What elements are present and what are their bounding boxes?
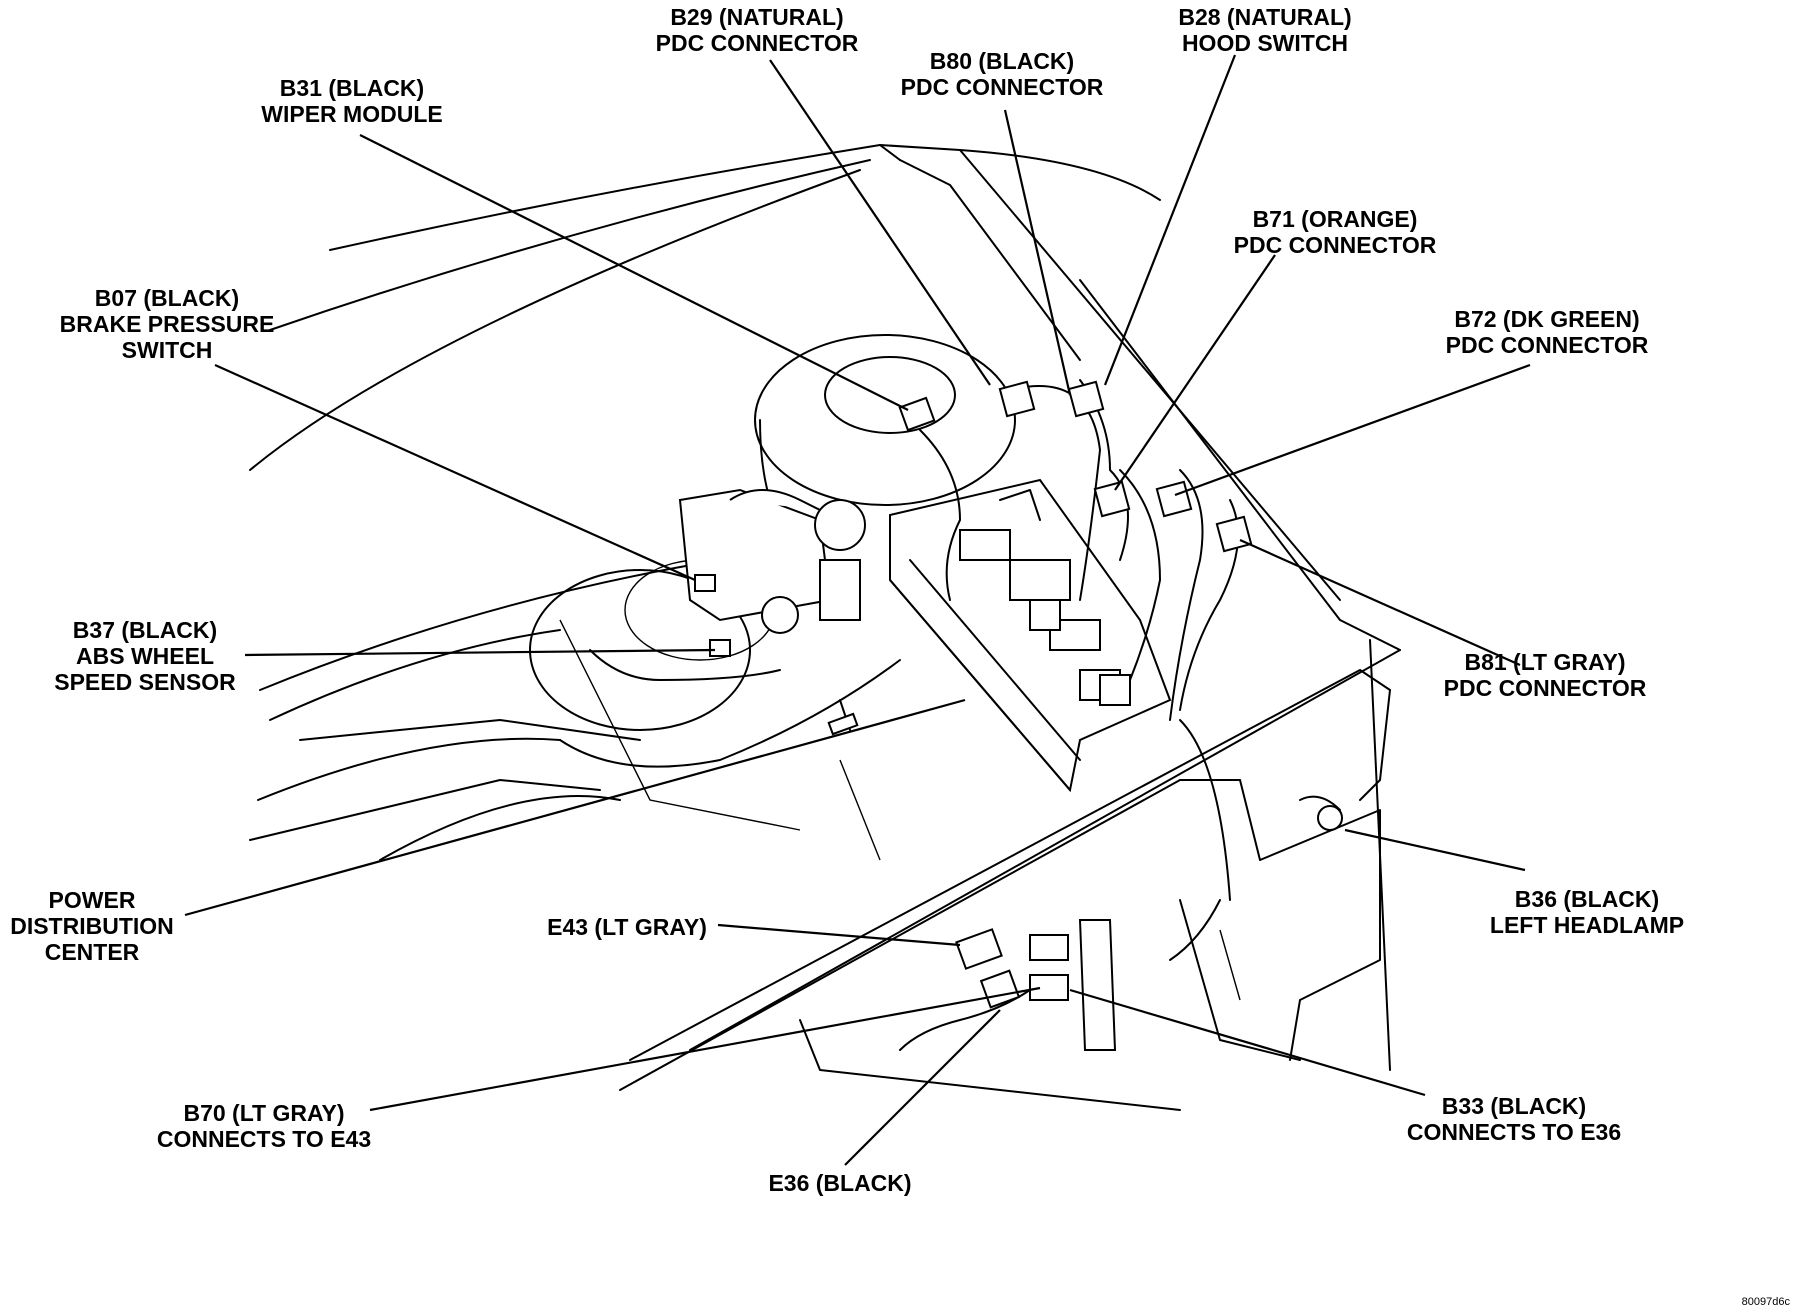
leader-pdc xyxy=(184,698,966,917)
label-b36-line2: LEFT HEADLAMP xyxy=(1489,912,1685,938)
label-b28-line1: B28 (NATURAL) xyxy=(1178,4,1352,30)
label-b07-line2: BRAKE PRESSURE xyxy=(59,311,275,337)
label-e36: E36 (BLACK) xyxy=(768,1170,911,1196)
label-b37-line2: ABS WHEEL xyxy=(76,643,214,669)
label-b37-line1: B37 (BLACK) xyxy=(72,617,218,643)
label-b33: B33 (BLACK) CONNECTS TO E36 xyxy=(1407,1093,1621,1145)
label-b31-line2: WIPER MODULE xyxy=(261,101,443,127)
label-b28-line2: HOOD SWITCH xyxy=(1181,30,1349,56)
leader-b36 xyxy=(1344,828,1526,872)
label-b81-line2: PDC CONNECTOR xyxy=(1443,675,1647,701)
label-b70-line1: B70 (LT GRAY) xyxy=(183,1100,345,1126)
label-b29: B29 (NATURAL) PDC CONNECTOR xyxy=(656,4,859,56)
master-cylinder xyxy=(678,488,866,634)
label-b70-line2: CONNECTS TO E43 xyxy=(156,1126,372,1152)
label-b72: B72 (DK GREEN) PDC CONNECTOR xyxy=(1446,306,1649,358)
label-b71: B71 (ORANGE) PDC CONNECTOR xyxy=(1234,206,1437,258)
leader-b37 xyxy=(244,648,716,657)
label-b33-line1: B33 (BLACK) xyxy=(1441,1093,1587,1119)
label-b81-line1: B81 (LT GRAY) xyxy=(1464,649,1626,675)
label-b07-line3: SWITCH xyxy=(121,337,213,363)
leader-b07 xyxy=(214,363,696,582)
label-b29-line1: B29 (NATURAL) xyxy=(670,4,844,30)
connector-shapes xyxy=(694,380,1343,1051)
label-b33-line2: CONNECTS TO E36 xyxy=(1406,1119,1622,1145)
label-pdc-line2: DISTRIBUTION xyxy=(10,913,174,939)
label-b81: B81 (LT GRAY) PDC CONNECTOR xyxy=(1444,649,1647,701)
figure-code: 80097d6c xyxy=(1741,1296,1790,1308)
label-e43-line1: E43 (LT GRAY) xyxy=(547,914,707,940)
power-distribution-center-body xyxy=(889,478,1172,793)
leader-lines xyxy=(184,54,1531,1166)
leader-b70 xyxy=(369,986,1041,1112)
label-b31-line1: B31 (BLACK) xyxy=(279,75,425,101)
label-b70: B70 (LT GRAY) CONNECTS TO E43 xyxy=(157,1100,371,1152)
label-e36-line1: E36 (BLACK) xyxy=(768,1170,912,1196)
wiring-harness xyxy=(559,379,1341,1051)
leader-b28 xyxy=(1103,54,1237,386)
label-b36: B36 (BLACK) LEFT HEADLAMP xyxy=(1490,886,1684,938)
label-b29-line2: PDC CONNECTOR xyxy=(655,30,859,56)
label-b07: B07 (BLACK) BRAKE PRESSURE SWITCH xyxy=(60,285,275,363)
mounting-bolt xyxy=(827,699,859,736)
label-b07-line1: B07 (BLACK) xyxy=(94,285,240,311)
label-b71-line2: PDC CONNECTOR xyxy=(1233,232,1437,258)
leader-e43 xyxy=(717,923,961,947)
label-b36-line1: B36 (BLACK) xyxy=(1514,886,1660,912)
leader-b80 xyxy=(1003,109,1072,396)
leader-b29 xyxy=(769,59,991,386)
leader-e36 xyxy=(844,1009,1001,1166)
label-b31: B31 (BLACK) WIPER MODULE xyxy=(261,75,442,127)
leader-b33 xyxy=(1069,988,1426,1097)
label-b37-line3: SPEED SENSOR xyxy=(54,669,236,695)
label-b80-line2: PDC CONNECTOR xyxy=(900,74,1104,100)
label-pdc: POWER DISTRIBUTION CENTER xyxy=(10,887,174,965)
leader-b31 xyxy=(359,134,909,411)
label-b72-line2: PDC CONNECTOR xyxy=(1445,332,1649,358)
leader-b71 xyxy=(1114,254,1276,491)
leader-b72 xyxy=(1174,363,1531,497)
label-b71-line1: B71 (ORANGE) xyxy=(1252,206,1418,232)
label-b80-line1: B80 (BLACK) xyxy=(929,48,1075,74)
label-pdc-line3: CENTER xyxy=(44,939,140,965)
label-b28: B28 (NATURAL) HOOD SWITCH xyxy=(1178,4,1351,56)
label-e43: E43 (LT GRAY) xyxy=(547,914,707,940)
vehicle-body-outline xyxy=(249,144,1401,1111)
label-b80: B80 (BLACK) PDC CONNECTOR xyxy=(901,48,1104,100)
leader-b81 xyxy=(1239,538,1521,667)
label-b72-line1: B72 (DK GREEN) xyxy=(1454,306,1640,332)
label-b37: B37 (BLACK) ABS WHEEL SPEED SENSOR xyxy=(54,617,236,695)
label-pdc-line1: POWER xyxy=(48,887,136,913)
